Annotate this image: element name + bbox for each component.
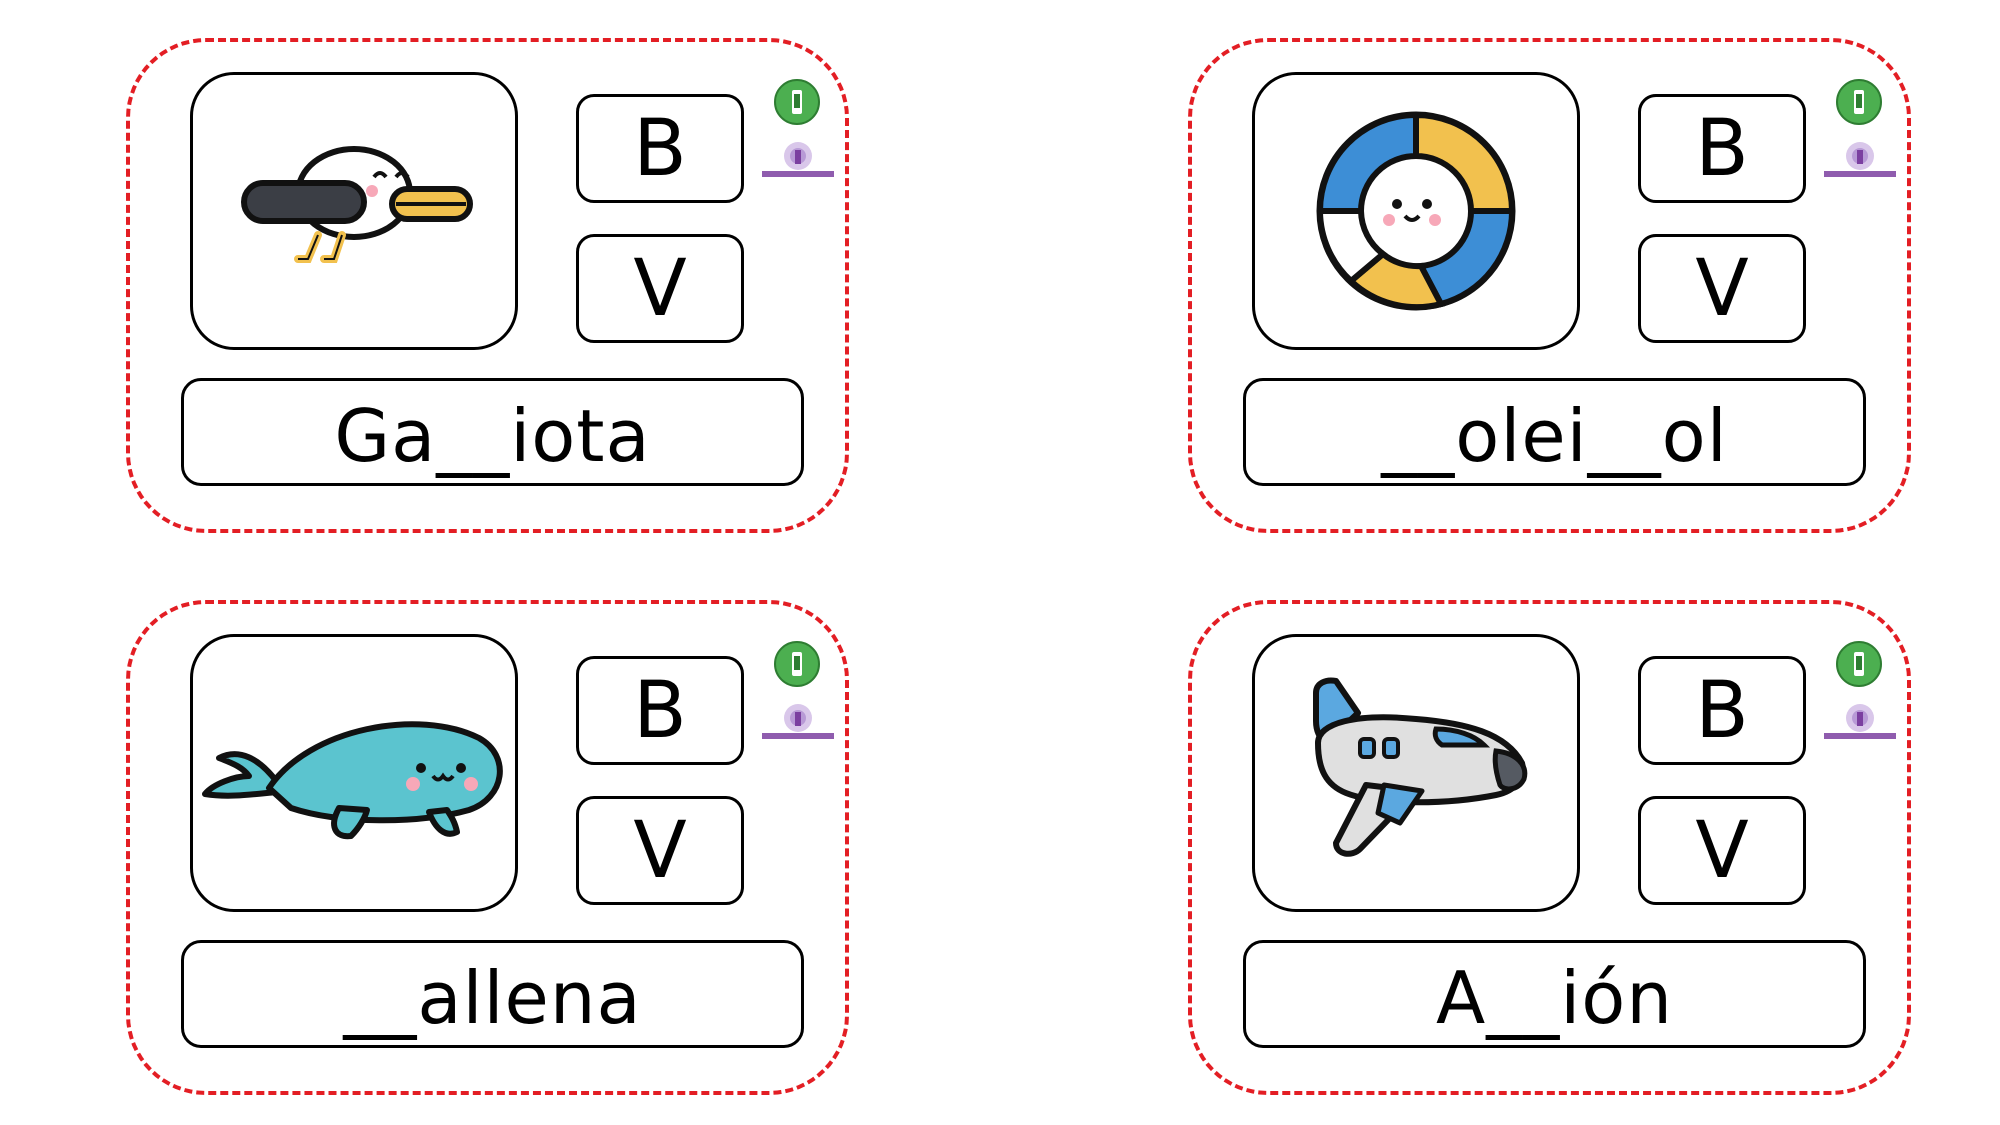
word-with-blank: __olei__ol <box>1243 378 1866 486</box>
option-b-button[interactable]: B <box>576 656 744 765</box>
picture-box <box>190 634 518 912</box>
orienta-andalucia-logo-icon <box>762 704 834 739</box>
round-green-logo-icon <box>774 641 820 687</box>
word-with-blank: A__ión <box>1243 940 1866 1048</box>
round-green-logo-icon <box>1836 79 1882 125</box>
word-with-blank: __allena <box>181 940 804 1048</box>
option-v-button[interactable]: V <box>1638 796 1806 905</box>
whale-icon <box>202 721 503 840</box>
picture-box <box>1252 634 1580 912</box>
word-card-gaviota: B V Ga__iota <box>126 38 849 533</box>
option-b-button[interactable]: B <box>576 94 744 203</box>
picture-box <box>190 72 518 350</box>
option-b-button[interactable]: B <box>1638 656 1806 765</box>
word-card-avion: B V A__ión <box>1188 600 1911 1095</box>
orienta-andalucia-logo-icon <box>1824 142 1896 177</box>
option-v-button[interactable]: V <box>1638 234 1806 343</box>
volleyball-icon <box>1316 111 1516 311</box>
round-green-logo-icon <box>774 79 820 125</box>
option-b-button[interactable]: B <box>1638 94 1806 203</box>
option-v-button[interactable]: V <box>576 796 744 905</box>
word-with-blank: Ga__iota <box>181 378 804 486</box>
round-green-logo-icon <box>1836 641 1882 687</box>
option-v-button[interactable]: V <box>576 234 744 343</box>
orienta-andalucia-logo-icon <box>762 142 834 177</box>
word-card-voleibol: B V __olei__ol <box>1188 38 1911 533</box>
word-card-ballena: B V __allena <box>126 600 849 1095</box>
airplane-icon <box>1313 677 1528 857</box>
orienta-andalucia-logo-icon <box>1824 704 1896 739</box>
picture-box <box>1252 72 1580 350</box>
seagull-icon <box>241 146 473 263</box>
